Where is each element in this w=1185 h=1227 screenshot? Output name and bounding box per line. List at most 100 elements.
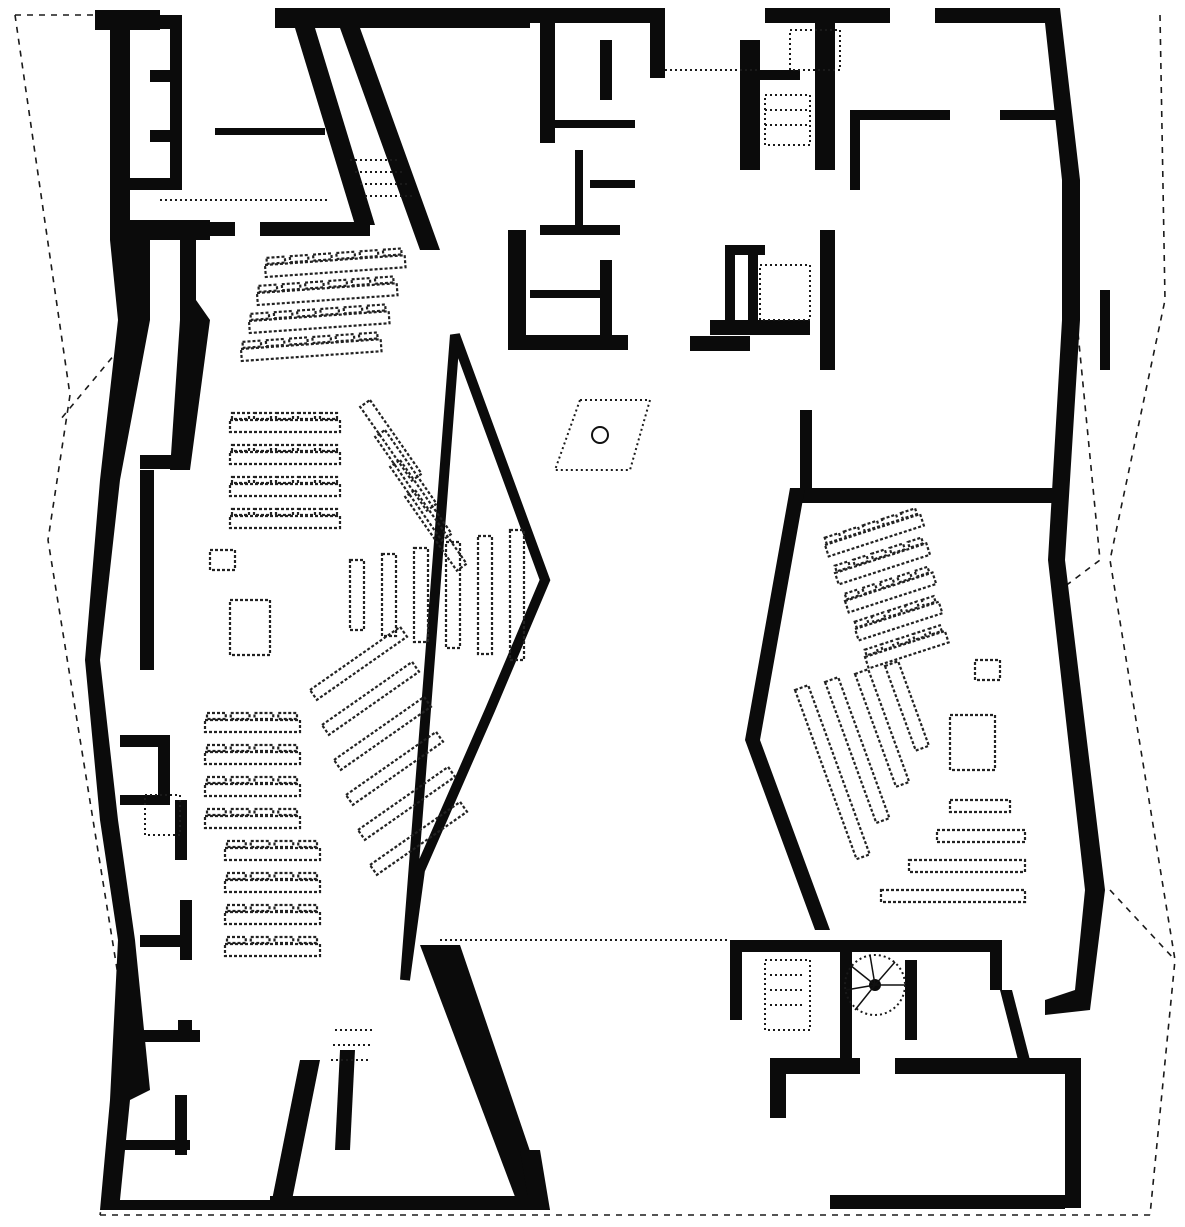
chair bbox=[252, 507, 273, 517]
chair bbox=[273, 871, 295, 881]
chair bbox=[297, 935, 319, 945]
desk-row bbox=[935, 828, 1027, 844]
chair bbox=[342, 304, 364, 315]
chair bbox=[241, 339, 263, 350]
chair bbox=[851, 554, 870, 567]
chair bbox=[230, 475, 251, 485]
desk-row bbox=[228, 450, 342, 466]
chair bbox=[318, 411, 339, 421]
chair bbox=[319, 306, 341, 317]
chair bbox=[230, 411, 251, 421]
shelf bbox=[380, 552, 398, 638]
table bbox=[973, 658, 1002, 682]
chair bbox=[252, 475, 273, 485]
chair bbox=[870, 611, 887, 624]
chair bbox=[303, 280, 325, 290]
left-building bbox=[85, 8, 551, 1210]
chair bbox=[869, 548, 889, 561]
chair bbox=[229, 711, 251, 721]
chair bbox=[886, 605, 904, 618]
left-reading-hall-furniture bbox=[203, 247, 526, 958]
chair bbox=[861, 519, 881, 533]
right-reading-hall-furniture bbox=[793, 506, 1027, 904]
chair bbox=[274, 507, 295, 517]
desk-row bbox=[223, 846, 322, 862]
shelf bbox=[793, 683, 872, 861]
chair bbox=[911, 629, 928, 642]
chair bbox=[350, 276, 372, 287]
desk-row bbox=[263, 254, 407, 279]
desk-row bbox=[203, 750, 302, 766]
chair bbox=[903, 600, 921, 613]
chair bbox=[249, 311, 271, 322]
chair bbox=[296, 475, 317, 485]
chair bbox=[860, 582, 879, 596]
chair bbox=[357, 331, 379, 341]
chair bbox=[843, 588, 861, 601]
chair bbox=[381, 247, 403, 257]
chair bbox=[888, 542, 907, 556]
shelf bbox=[883, 659, 931, 752]
shelf bbox=[476, 534, 494, 656]
circulation-links bbox=[144, 29, 841, 1061]
chair bbox=[229, 743, 251, 753]
desk-row bbox=[203, 782, 302, 798]
chair bbox=[878, 576, 896, 590]
chair bbox=[249, 935, 271, 945]
shelf bbox=[412, 546, 430, 644]
chair bbox=[823, 531, 843, 545]
table bbox=[208, 548, 237, 572]
chair bbox=[272, 309, 294, 320]
chair bbox=[273, 935, 295, 945]
chair bbox=[253, 807, 275, 817]
chair bbox=[273, 903, 295, 913]
chair bbox=[230, 507, 251, 517]
chair bbox=[277, 743, 299, 753]
chair bbox=[230, 443, 251, 453]
desk-row bbox=[203, 814, 302, 830]
chair bbox=[229, 775, 251, 785]
table bbox=[948, 713, 997, 772]
shelf bbox=[853, 667, 911, 789]
fan-desk bbox=[308, 625, 409, 702]
chair bbox=[274, 475, 295, 485]
desk-row bbox=[223, 878, 322, 894]
chair bbox=[205, 711, 227, 721]
fan-desk bbox=[320, 660, 421, 737]
desk-row bbox=[255, 282, 399, 307]
chair bbox=[880, 513, 900, 527]
desk-row bbox=[239, 338, 383, 363]
chair bbox=[295, 308, 317, 318]
right-building bbox=[730, 8, 1110, 1209]
chair bbox=[225, 935, 247, 945]
chair bbox=[365, 303, 387, 313]
shelf bbox=[348, 558, 366, 632]
shelf bbox=[823, 675, 891, 825]
chair bbox=[334, 332, 356, 343]
desk-row bbox=[228, 418, 342, 434]
chair bbox=[225, 903, 247, 913]
chair bbox=[899, 506, 919, 521]
chair bbox=[205, 775, 227, 785]
chair bbox=[895, 634, 912, 647]
chair bbox=[265, 255, 287, 266]
chair bbox=[274, 443, 295, 453]
chair bbox=[296, 507, 317, 517]
fan-desk bbox=[368, 800, 469, 877]
chair bbox=[225, 839, 247, 849]
desk-row bbox=[247, 310, 391, 335]
chair bbox=[249, 871, 271, 881]
chair bbox=[277, 775, 299, 785]
chair bbox=[311, 334, 333, 345]
chair bbox=[879, 639, 896, 652]
fan-desk bbox=[344, 730, 445, 807]
desk-row bbox=[228, 482, 342, 498]
chair bbox=[913, 565, 931, 579]
chair bbox=[297, 839, 319, 849]
chair bbox=[252, 411, 273, 421]
courtyard-feature bbox=[553, 399, 652, 471]
chair bbox=[318, 475, 339, 485]
chair bbox=[277, 807, 299, 817]
chair bbox=[274, 411, 295, 421]
